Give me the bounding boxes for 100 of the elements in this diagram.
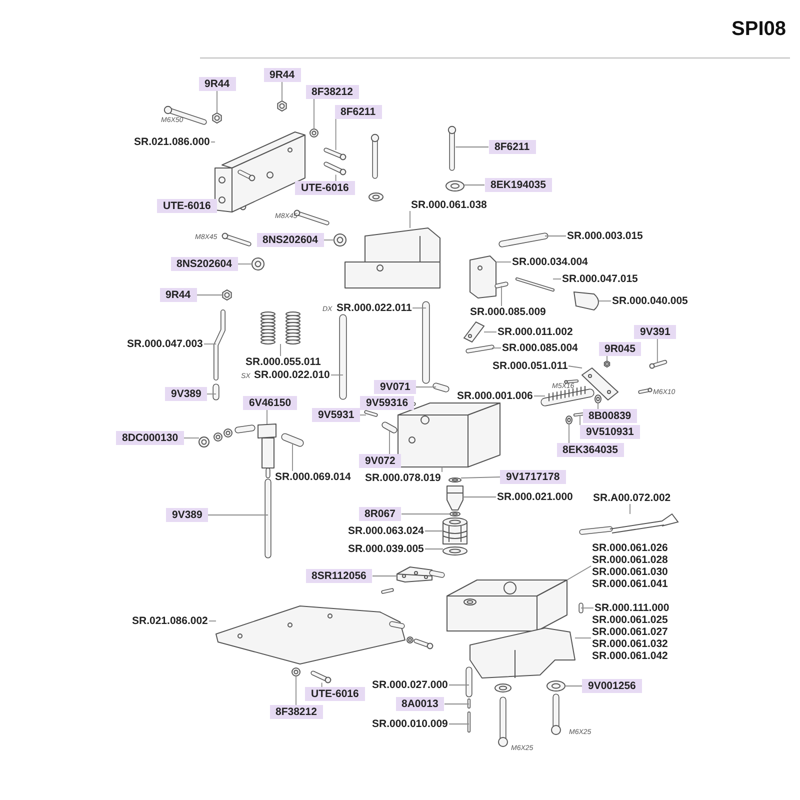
- washer-drawing: [446, 180, 464, 192]
- leader-line: [598, 300, 612, 302]
- part-number: SR.000.063.024: [347, 525, 425, 537]
- part-number: SR.000.061.032: [592, 638, 668, 650]
- washer-drawing: [310, 128, 318, 138]
- fitting-drawing: [432, 382, 450, 392]
- part-number: SR.000.078.019: [364, 472, 442, 484]
- part-number-tag: 9V59316: [360, 396, 414, 410]
- rod-drawing: [515, 277, 555, 292]
- nut-drawing: [277, 100, 287, 112]
- part-number: SR.021.086.000: [133, 136, 211, 148]
- fitting-drawing: [198, 424, 256, 448]
- part-number-tag: 9R44: [160, 288, 197, 302]
- plate-drawing: [216, 606, 406, 664]
- part-number: SR.000.061.027: [592, 626, 668, 638]
- leader-line: [416, 386, 436, 388]
- part-number: SR.000.047.015: [561, 273, 639, 285]
- block-drawing: [344, 228, 440, 288]
- part-number: SR.000.001.006: [456, 390, 534, 402]
- bolt-drawing: [649, 360, 668, 369]
- part-number-tag: 8F38212: [270, 705, 323, 719]
- fitting-drawing: [396, 566, 445, 582]
- bolt-drawing: [324, 148, 346, 160]
- part-number: SR.000.010.009: [371, 718, 449, 730]
- bracket-drawing: [470, 256, 496, 298]
- part-number: SR.000.061.026: [592, 542, 668, 554]
- part-number: SR.000.069.014: [274, 471, 352, 483]
- leader-line: [335, 118, 336, 150]
- leader-line: [460, 476, 500, 478]
- nut-drawing: [222, 289, 232, 301]
- part-number-tag: 8NS202604: [256, 233, 324, 247]
- leader-line: [335, 174, 336, 182]
- leader-line: [568, 424, 570, 444]
- probe-drawing: [579, 513, 679, 535]
- part-number-tag: 9V391: [634, 325, 676, 339]
- fitting-drawing: [382, 422, 398, 434]
- pin-drawing: [498, 232, 548, 248]
- plate-drawing: [582, 368, 618, 400]
- part-number-tag: 6V46150: [243, 396, 298, 410]
- part-number-tag: 8F38212: [306, 85, 359, 99]
- leader-line: [360, 414, 366, 416]
- rod-drawing: [339, 314, 347, 400]
- washer-drawing: [252, 258, 264, 270]
- o-ring-drawing: [450, 512, 460, 516]
- leader-line: [424, 530, 444, 532]
- pin-drawing: [467, 698, 471, 709]
- screw-drawing: [364, 410, 378, 417]
- part-number-tag: 8A0013: [396, 697, 444, 711]
- leader-line: [216, 90, 218, 114]
- link-drawing: [463, 321, 485, 343]
- leader-line: [266, 410, 268, 424]
- spring-drawing: [260, 312, 300, 344]
- part-number-tag: 8SR112056: [306, 569, 372, 583]
- pin-drawing: [466, 344, 494, 354]
- part-number-tag: 9V510931: [580, 425, 640, 439]
- rod-drawing: [214, 310, 226, 380]
- knob-drawing: [574, 292, 599, 310]
- part-number: SR.000.085.004: [501, 342, 579, 354]
- leader-line: [656, 338, 658, 362]
- leader-line: [568, 366, 582, 368]
- part-number: SR.000.051.011: [492, 360, 569, 372]
- part-number-tag: 8F6211: [488, 140, 536, 154]
- part-number: SR.000.034.004: [511, 256, 589, 268]
- leader-line: [552, 278, 562, 280]
- part-number: SR.000.039.005: [347, 543, 425, 555]
- bolt-drawing: [448, 126, 456, 171]
- pin-drawing: [467, 711, 471, 733]
- nut-drawing: [212, 112, 222, 124]
- part-number-tag: UTE-6016: [157, 199, 217, 213]
- leader-line: [566, 566, 592, 580]
- part-number-tag: 8B00839: [582, 409, 638, 423]
- part-number-tag: 9V1717178: [500, 470, 566, 484]
- part-number: SR.000.003.015: [566, 230, 644, 242]
- part-number: SR.000.061.038: [410, 199, 488, 211]
- part-number-tag: 9V389: [165, 387, 208, 401]
- pipe-drawing: [281, 433, 304, 447]
- leader-line: [501, 286, 502, 306]
- ring-drawing: [442, 546, 468, 556]
- part-number: SR.000.061.042: [592, 650, 668, 662]
- washer-drawing: [334, 234, 346, 246]
- part-number: SR.000.055.011: [244, 356, 322, 368]
- part-number: SR.000.047.003: [126, 338, 204, 350]
- bolt-drawing: [324, 162, 346, 176]
- part-number: SR.000.061.041: [592, 578, 668, 590]
- part-number-tag: 9V071: [374, 380, 416, 394]
- leader-line: [280, 344, 281, 356]
- part-number-tag: 9V5931: [312, 408, 360, 422]
- part-number-tag: 8EK364035: [556, 443, 624, 457]
- leader-line: [389, 430, 390, 454]
- washer-drawing: [292, 668, 300, 676]
- part-number: SR.000.022.011: [336, 302, 413, 314]
- part-number: SR.000.040.005: [611, 295, 689, 307]
- tube-drawing: [264, 478, 272, 558]
- part-number-tag: 9V072: [359, 454, 402, 468]
- leader-line: [292, 442, 293, 472]
- washer-drawing: [566, 416, 572, 424]
- leader-line: [196, 294, 224, 296]
- part-number-tag: 8R067: [358, 507, 402, 521]
- part-number: SR.000.011.002: [496, 326, 574, 338]
- part-number-tag: 9R045: [598, 342, 642, 356]
